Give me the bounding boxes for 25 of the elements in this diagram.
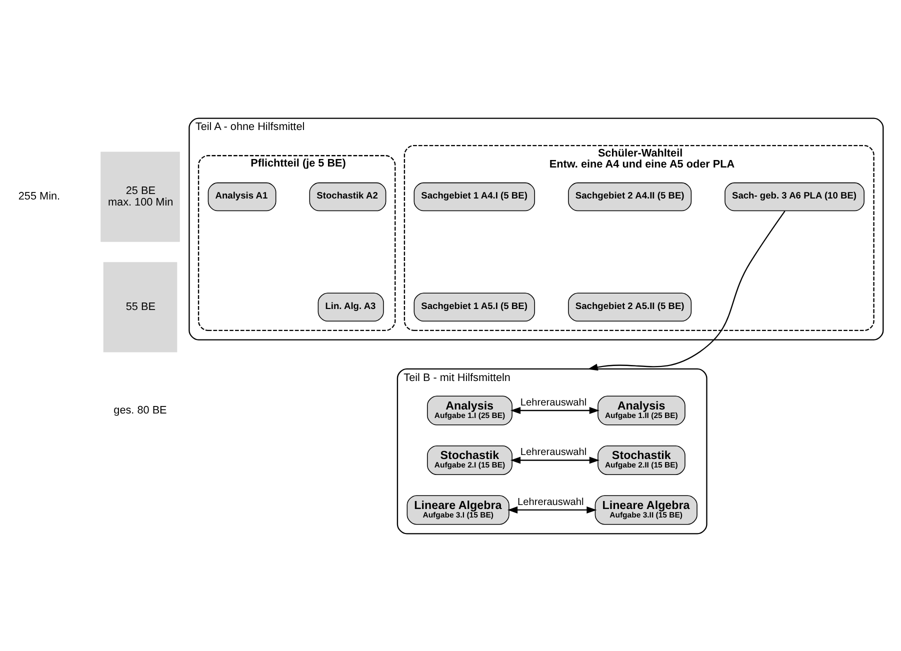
node-box: Sach- geb. 3 A6 PLA (10 BE)	[724, 182, 864, 211]
arrow	[510, 406, 600, 414]
node-box: Analysis Aufgabe 1.II (25 BE)	[598, 395, 686, 425]
node-box: Sachgebiet 1 A4.I (5 BE)	[414, 182, 535, 211]
node-box: Sachgebiet 2 A4.II (5 BE)	[568, 182, 692, 211]
edge-label: Lehrerauswahl	[520, 446, 587, 458]
node-box: Sachgebiet 2 A5.II (5 BE)	[568, 292, 692, 322]
arrow	[510, 456, 600, 464]
node-box: 25 BE max. 100 Min	[100, 151, 180, 242]
arrow	[588, 210, 786, 370]
edge-label: Lehrerauswahl	[520, 396, 587, 408]
label: 255 Min.	[18, 190, 60, 202]
node-box: Stochastik A2	[309, 182, 386, 211]
arrow	[507, 506, 597, 514]
node-box: Stochastik Aufgabe 2.I (15 BE)	[427, 444, 512, 474]
node-box: Lineare Algebra Aufgabe 3.I (15 BE)	[406, 494, 510, 524]
node-box: Analysis Aufgabe 1.I (25 BE)	[427, 395, 512, 425]
node-box: Lin. Alg. A3	[318, 292, 384, 322]
label: ges. 80 BE	[114, 404, 167, 416]
node-box: 55 BE	[103, 262, 178, 352]
node-box: Stochastik Aufgabe 2.II (15 BE)	[598, 444, 686, 474]
node-box: Lineare Algebra Aufgabe 3.II (15 BE)	[594, 494, 698, 524]
node-box: Sachgebiet 1 A5.I (5 BE)	[414, 292, 535, 322]
edge-label: Lehrerauswahl	[518, 496, 584, 508]
node-box: Analysis A1	[208, 182, 276, 211]
